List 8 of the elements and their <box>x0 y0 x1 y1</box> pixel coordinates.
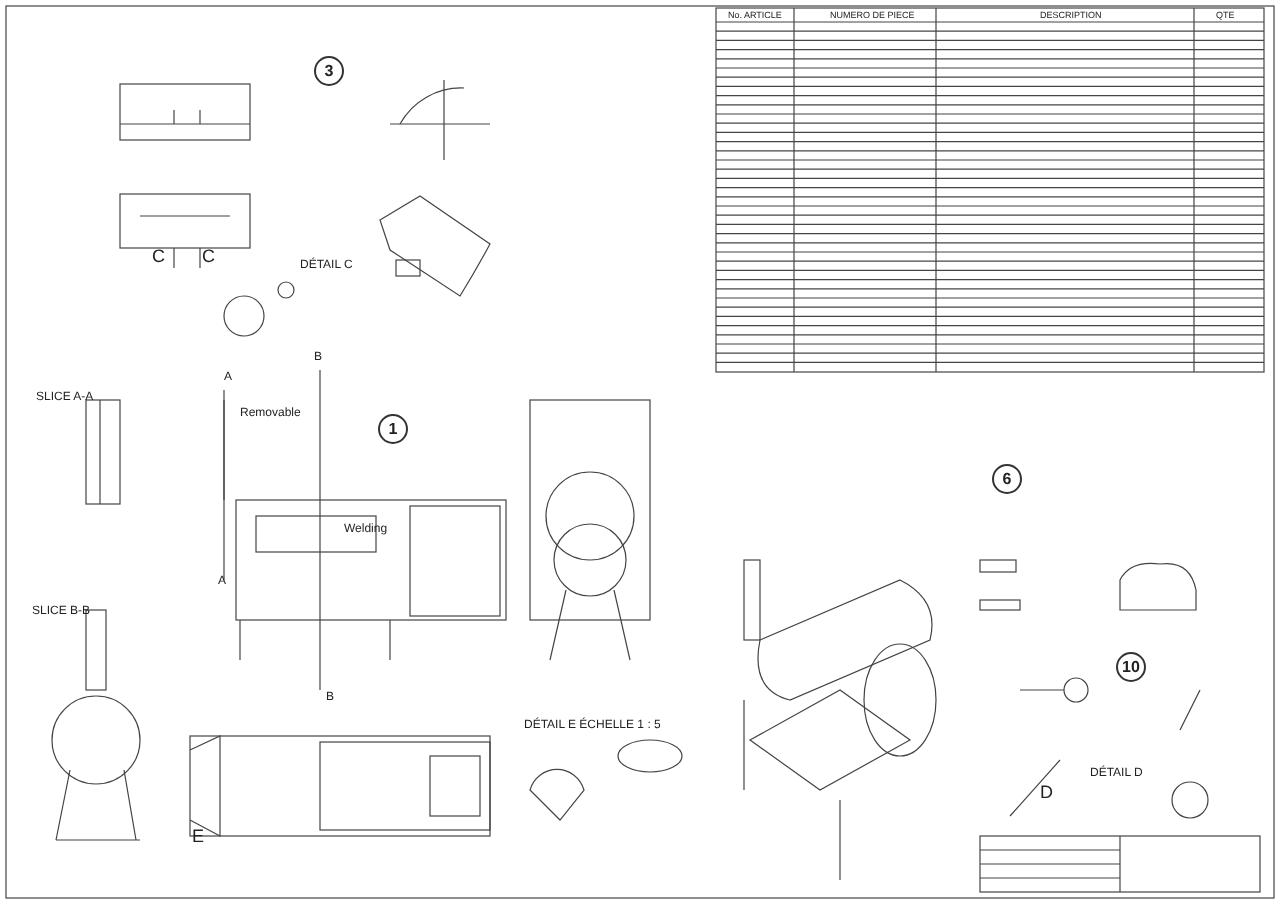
view-number: 6 <box>992 464 1022 494</box>
section-letter: C <box>202 248 215 266</box>
section-letter: E <box>192 828 205 846</box>
view-number: 10 <box>1116 652 1146 682</box>
view-number: 3 <box>314 56 344 86</box>
section-letter: D <box>1040 784 1053 802</box>
view-number: 1 <box>378 414 408 444</box>
section-letter: C <box>152 248 165 266</box>
